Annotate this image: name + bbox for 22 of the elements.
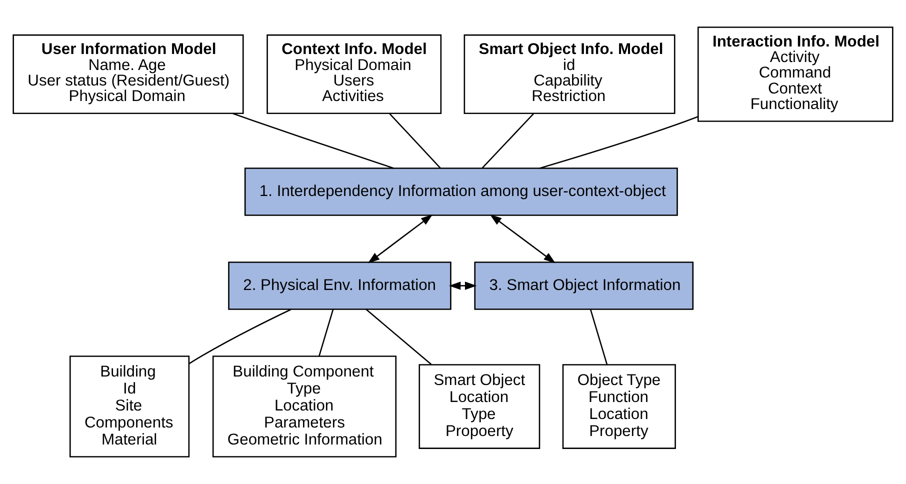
connector: [590, 309, 608, 365]
node-box: Interaction Info. Model Activity Command Context Functionality: [697, 26, 894, 122]
node-box: Building Component Type Location Parameters Geometric Information: [212, 356, 397, 458]
node-box: Context Info. Model Physical Domain Users Activities: [266, 34, 442, 114]
connector: [188, 308, 292, 364]
connector: [389, 113, 441, 169]
node-box: 3. Smart Object Information: [474, 262, 694, 310]
node-box: Smart Object Location Type Propoerty: [418, 364, 540, 449]
connector: [318, 309, 334, 356]
node-box: Object Type Function Location Property: [562, 364, 676, 449]
connector: [540, 116, 698, 169]
arrow: [448, 282, 477, 290]
connector: [232, 112, 394, 169]
node-box: Smart Object Info. Model id Capability Restriction: [464, 34, 676, 114]
arrow: [490, 214, 556, 264]
node-box: Building Id Site Components Material: [69, 356, 190, 458]
connector: [482, 113, 534, 169]
node-box: 2. Physical Env. Information: [228, 262, 452, 310]
arrow: [368, 214, 433, 264]
connector: [366, 308, 432, 365]
node-box: 1. Interdependency Information among user-context-object: [244, 168, 678, 216]
node-box: User Information Model Name. Age User status (Resident/Guest) Physical Domain: [12, 34, 244, 114]
